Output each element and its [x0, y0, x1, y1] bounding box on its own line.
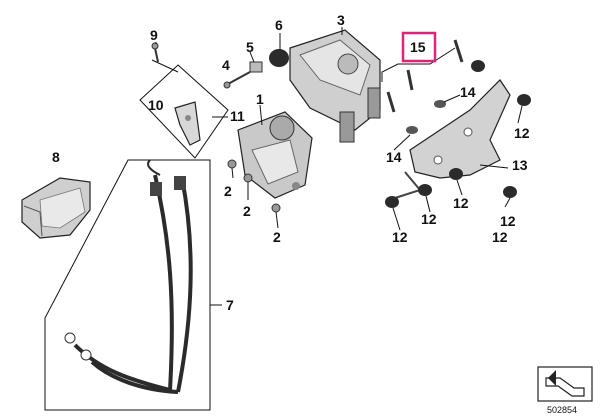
part-2-screw-c[interactable] [271, 203, 281, 213]
callout-12f[interactable]: 12 [392, 229, 408, 245]
part-12-mount-d[interactable] [418, 184, 432, 196]
highlight-box [401, 31, 437, 63]
callout-12b[interactable]: 12 [514, 125, 530, 141]
leader-lines [155, 27, 523, 231]
part-12-mount-a[interactable] [471, 60, 485, 72]
part-12-mount-c[interactable] [449, 168, 463, 180]
part-3-actuator[interactable] [289, 29, 381, 143]
callout-12d[interactable]: 12 [421, 211, 437, 227]
callout-3[interactable]: 3 [337, 12, 345, 28]
callout-2a[interactable]: 2 [224, 183, 232, 199]
part-1-motor[interactable] [237, 111, 313, 199]
callout-labels: 9 5 6 3 4 1 10 11 8 2 2 2 7 14 14 12 13 … [52, 12, 530, 313]
part-7-cable-frame [44, 159, 211, 411]
callout-7[interactable]: 7 [226, 297, 234, 313]
part-15-bolt[interactable] [386, 39, 464, 113]
part-8-cover[interactable] [21, 177, 91, 239]
part-5-sleeve[interactable] [249, 61, 263, 73]
part-2-screw-b[interactable] [243, 173, 253, 183]
callout-1[interactable]: 1 [256, 91, 264, 107]
part-14-washer-b[interactable] [406, 126, 418, 134]
part-12-mount-e[interactable] [503, 186, 517, 198]
part-6-rubber-mount[interactable] [269, 49, 289, 67]
part-9-screw[interactable] [151, 42, 159, 63]
part-11-frame [139, 64, 229, 159]
callout-11[interactable]: 11 [230, 108, 245, 124]
part-4-bolt[interactable] [223, 71, 251, 89]
callout-14b[interactable]: 14 [386, 149, 402, 165]
callout-5[interactable]: 5 [246, 39, 254, 55]
navigation-arrow-icon[interactable] [537, 366, 593, 402]
reference-number: 502854 [547, 405, 577, 415]
callout-15[interactable]: 15 [410, 39, 426, 55]
callout-8[interactable]: 8 [52, 149, 60, 165]
callout-12a[interactable]: 12 [492, 229, 508, 245]
callout-6[interactable]: 6 [275, 17, 283, 33]
part-14-washer-a[interactable] [434, 100, 446, 108]
callout-2b[interactable]: 2 [243, 203, 251, 219]
callout-12e[interactable]: 12 [500, 213, 516, 229]
callout-12c[interactable]: 12 [453, 195, 469, 211]
callout-15-highlight[interactable]: 15 [401, 31, 437, 63]
callout-4[interactable]: 4 [222, 57, 230, 73]
part-7-cables[interactable] [64, 159, 193, 394]
part-10-bracket[interactable] [174, 101, 201, 146]
callout-2c[interactable]: 2 [273, 229, 281, 245]
part-2-screw-a[interactable] [227, 159, 237, 169]
callout-13[interactable]: 13 [512, 157, 528, 173]
part-13-bracket[interactable] [394, 79, 511, 199]
part-12-mount-f[interactable] [385, 196, 399, 208]
callout-10[interactable]: 10 [148, 97, 164, 113]
part-12-mount-b[interactable] [517, 94, 531, 106]
callout-9[interactable]: 9 [150, 27, 158, 43]
callout-14a[interactable]: 14 [460, 84, 476, 100]
